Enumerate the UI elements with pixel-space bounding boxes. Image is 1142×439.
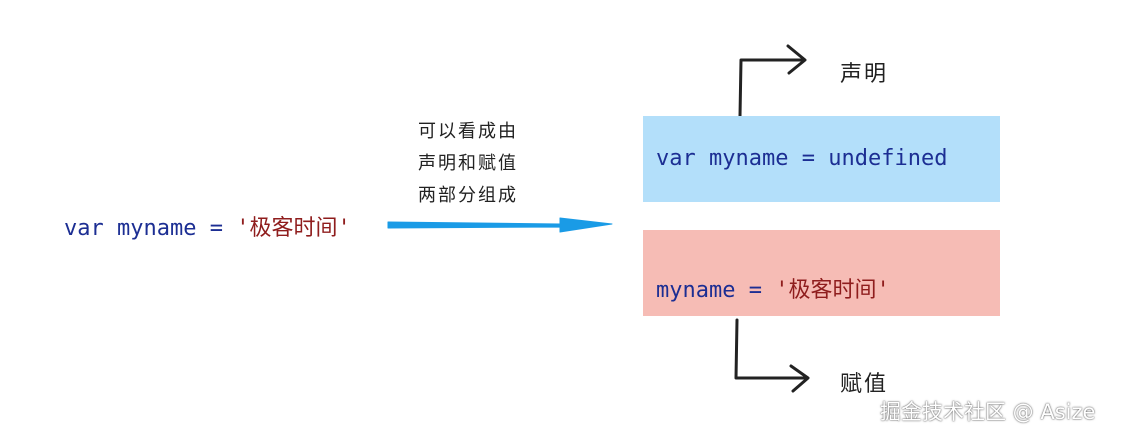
declaration-variable-name: myname bbox=[709, 146, 789, 171]
source-value: '极客时间' bbox=[236, 216, 351, 241]
assignment-statement: myname = '极客时间' bbox=[656, 272, 890, 304]
declaration-label: 声明 bbox=[840, 62, 889, 87]
declaration-arrow bbox=[738, 44, 807, 118]
declaration-keyword: var bbox=[656, 146, 696, 171]
source-statement: var myname = '极客时间' bbox=[64, 210, 351, 242]
assignment-variable-name: myname bbox=[656, 278, 736, 303]
source-keyword: var bbox=[64, 216, 104, 241]
main-arrow bbox=[387, 217, 613, 233]
caption-line: 两部分组成 bbox=[418, 185, 518, 206]
declaration-box bbox=[643, 116, 1000, 202]
assignment-equals: = bbox=[748, 278, 762, 303]
declaration-value: undefined bbox=[828, 146, 948, 171]
source-variable-name: myname bbox=[117, 216, 197, 241]
watermark: 掘金技术社区 @ Asize bbox=[880, 400, 1096, 424]
caption-line: 声明和赋值 bbox=[418, 153, 518, 174]
assignment-value: '极客时间' bbox=[775, 278, 890, 303]
assignment-box bbox=[643, 230, 1000, 316]
caption: 可以看成由 声明和赋值 两部分组成 bbox=[418, 116, 558, 212]
assignment-label: 赋值 bbox=[840, 372, 889, 397]
caption-line: 可以看成由 bbox=[418, 121, 518, 142]
source-equals: = bbox=[209, 216, 223, 241]
declaration-equals: = bbox=[801, 146, 815, 171]
declaration-statement: var myname = undefined bbox=[656, 146, 947, 171]
assignment-arrow bbox=[734, 318, 810, 393]
